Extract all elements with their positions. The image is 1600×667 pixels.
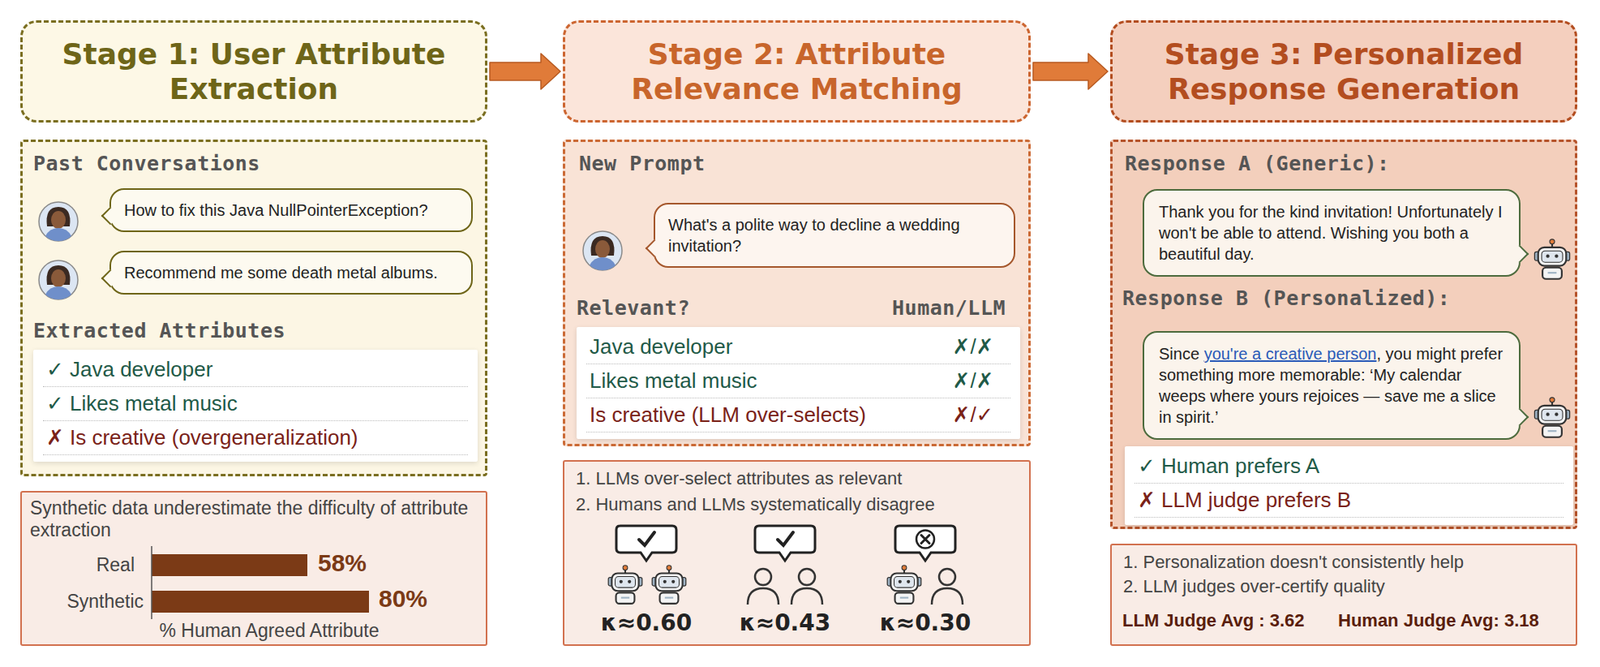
bar [151, 590, 369, 613]
verdict-list: ✓ Human prefers A✗ LLM judge prefers B [1124, 446, 1574, 525]
text-label: Stage 3: Personalized Response Generatio… [1149, 36, 1539, 107]
person-icon [931, 568, 963, 605]
text-label: κ≈0.60 [589, 609, 704, 636]
text-label: ✓ Likes metal music [42, 386, 468, 421]
text-label: LLM Judge Avg : 3.62 [1122, 609, 1305, 631]
text-label: Stage 1: User Attribute Extraction [59, 36, 449, 107]
flow-arrow [1033, 53, 1108, 90]
speech-bubble: Recommend me some death metal albums. [109, 250, 473, 295]
text-label: 1. Personalization doesn't consistently … [1123, 551, 1464, 573]
text-label: How to fix this Java NullPointerExceptio… [124, 199, 459, 221]
text-label: Thank you for the kind invitation! Unfor… [1158, 201, 1505, 265]
user-avatar [583, 231, 622, 271]
stage-panel: Response A (Generic): Response B (Persona… [1110, 139, 1578, 529]
finding-box: Synthetic data underestimate the difficu… [20, 490, 488, 646]
user-avatar [38, 201, 78, 241]
text-label: New Prompt [579, 151, 706, 176]
speech-bubble: How to fix this Java NullPointerExceptio… [109, 188, 473, 232]
table-row: Likes metal music ✗/✗ [586, 364, 1011, 399]
text-label: κ≈0.43 [728, 609, 842, 636]
text-label: Real [21, 553, 135, 576]
text-label: Since [1158, 344, 1200, 363]
text-label: Human Judge Avg: 3.18 [1338, 609, 1540, 631]
robot-icon [652, 565, 687, 604]
speech-bubble: Thank you for the kind invitation! Unfor… [1142, 188, 1521, 277]
text-label: Human/LLM [892, 295, 1006, 320]
stage-header: Stage 3: Personalized Response Generatio… [1110, 20, 1578, 123]
table-row: Is creative (LLM over-selects) ✗/✓ [586, 398, 1011, 433]
speech-cross [895, 525, 956, 561]
text-label: ✗ LLM judge prefers B [1134, 483, 1564, 518]
text-label: 2. Humans and LLMs systematically disagr… [575, 493, 936, 515]
text-label: Synthetic [21, 590, 144, 613]
text-label: 58% [317, 549, 367, 577]
relevance-table: Java developer ✗/✗ Likes metal music ✗/✗ Is … [576, 326, 1021, 439]
text-label: Response B (Personalized): [1122, 286, 1450, 310]
user-avatar [38, 260, 78, 300]
stage-header: Stage 2: Attribute Relevance Matching [562, 20, 1031, 123]
bar [151, 553, 308, 576]
text-label: Relevant? [576, 295, 691, 320]
text-label: Stage 2: Attribute Relevance Matching [602, 36, 992, 107]
speech-bubble: What's a polite way to decline a wedding… [653, 202, 1016, 268]
finding-box: 1. Personalization doesn't consistently … [1110, 543, 1578, 646]
speech-bubble: Sinceyou're a creative person, you might… [1142, 330, 1521, 440]
attribute-list: ✓ Java developer✓ Likes metal music✗ Is … [33, 349, 478, 462]
robot-icon [1534, 397, 1570, 438]
text-label: Response A (Generic): [1124, 151, 1390, 176]
text-label: % Human Agreed Attribute [135, 619, 404, 642]
text-label: ✓ Java developer [42, 352, 468, 387]
stage-header: Stage 1: User Attribute Extraction [20, 20, 488, 123]
axis-line [150, 545, 153, 619]
text-label: ✗/✗ [939, 334, 1008, 360]
text-label: ✓ Human prefers A [1134, 449, 1564, 484]
text-label: ✗/✗ [939, 368, 1008, 394]
robot-icon [1534, 239, 1570, 279]
speech-check [616, 525, 677, 561]
text-label: κ≈0.30 [868, 609, 983, 636]
text-label: What's a polite way to decline a wedding… [668, 214, 1001, 257]
table-row: Java developer ✗/✗ [586, 330, 1011, 365]
text-label: ✗/✓ [939, 402, 1008, 428]
text-label: Past Conversations [33, 151, 261, 176]
person-icon [791, 568, 823, 605]
text-label: 1. LLMs over-select attributes as releva… [575, 467, 902, 490]
text-label: Extracted Attributes [33, 318, 286, 343]
text-label: ✗ Is creative (overgeneralization) [42, 420, 468, 455]
text-label: you're a creative person [1204, 344, 1377, 363]
text-label: 80% [378, 584, 428, 613]
text-label: Likes metal music [589, 368, 758, 394]
text-label: Java developer [589, 334, 733, 360]
finding-box: 1. LLMs over-select attributes as releva… [562, 459, 1031, 646]
flow-arrow [489, 53, 561, 90]
robot-icon [608, 565, 643, 604]
robot-icon [887, 565, 922, 604]
text-label: Synthetic data underestimate the difficu… [30, 497, 481, 541]
text-label: 2. LLM judges over-certify quality [1123, 575, 1386, 597]
stage-panel: New PromptRelevant? Human/LLM What's a pol… [562, 139, 1031, 447]
person-icon [747, 568, 779, 605]
speech-check [754, 525, 816, 561]
text-label: Recommend me some death metal albums. [124, 261, 459, 284]
stage-panel: Past ConversationsExtracted Attributes Ho… [20, 139, 488, 477]
text-label: Is creative (LLM over-selects) [589, 402, 867, 428]
